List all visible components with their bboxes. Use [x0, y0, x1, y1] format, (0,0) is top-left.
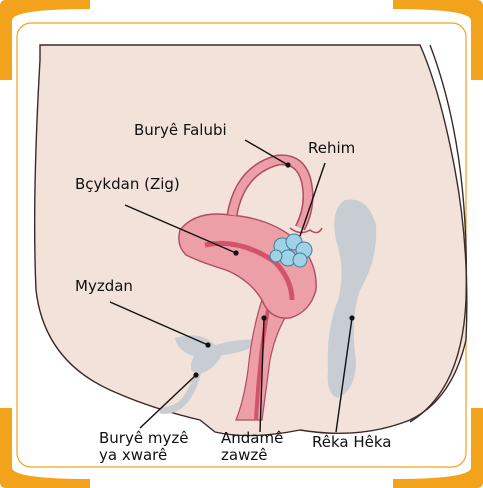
label-vagina-line2: zawzê	[221, 447, 267, 464]
label-ovary: Bçykdan (Zig)	[75, 176, 180, 193]
label-bladder: Myzdan	[75, 278, 133, 295]
label-urethra-line2: ya xwarê	[99, 447, 167, 464]
label-urethra-line1: Buryê myzê	[99, 430, 188, 447]
label-fallopian-tube: Buryê Falubi	[134, 122, 227, 139]
label-rectum: Rêka Hêka	[312, 434, 391, 451]
label-vagina-line1: Andamê	[221, 430, 283, 447]
label-uterus: Rehim	[308, 140, 355, 157]
